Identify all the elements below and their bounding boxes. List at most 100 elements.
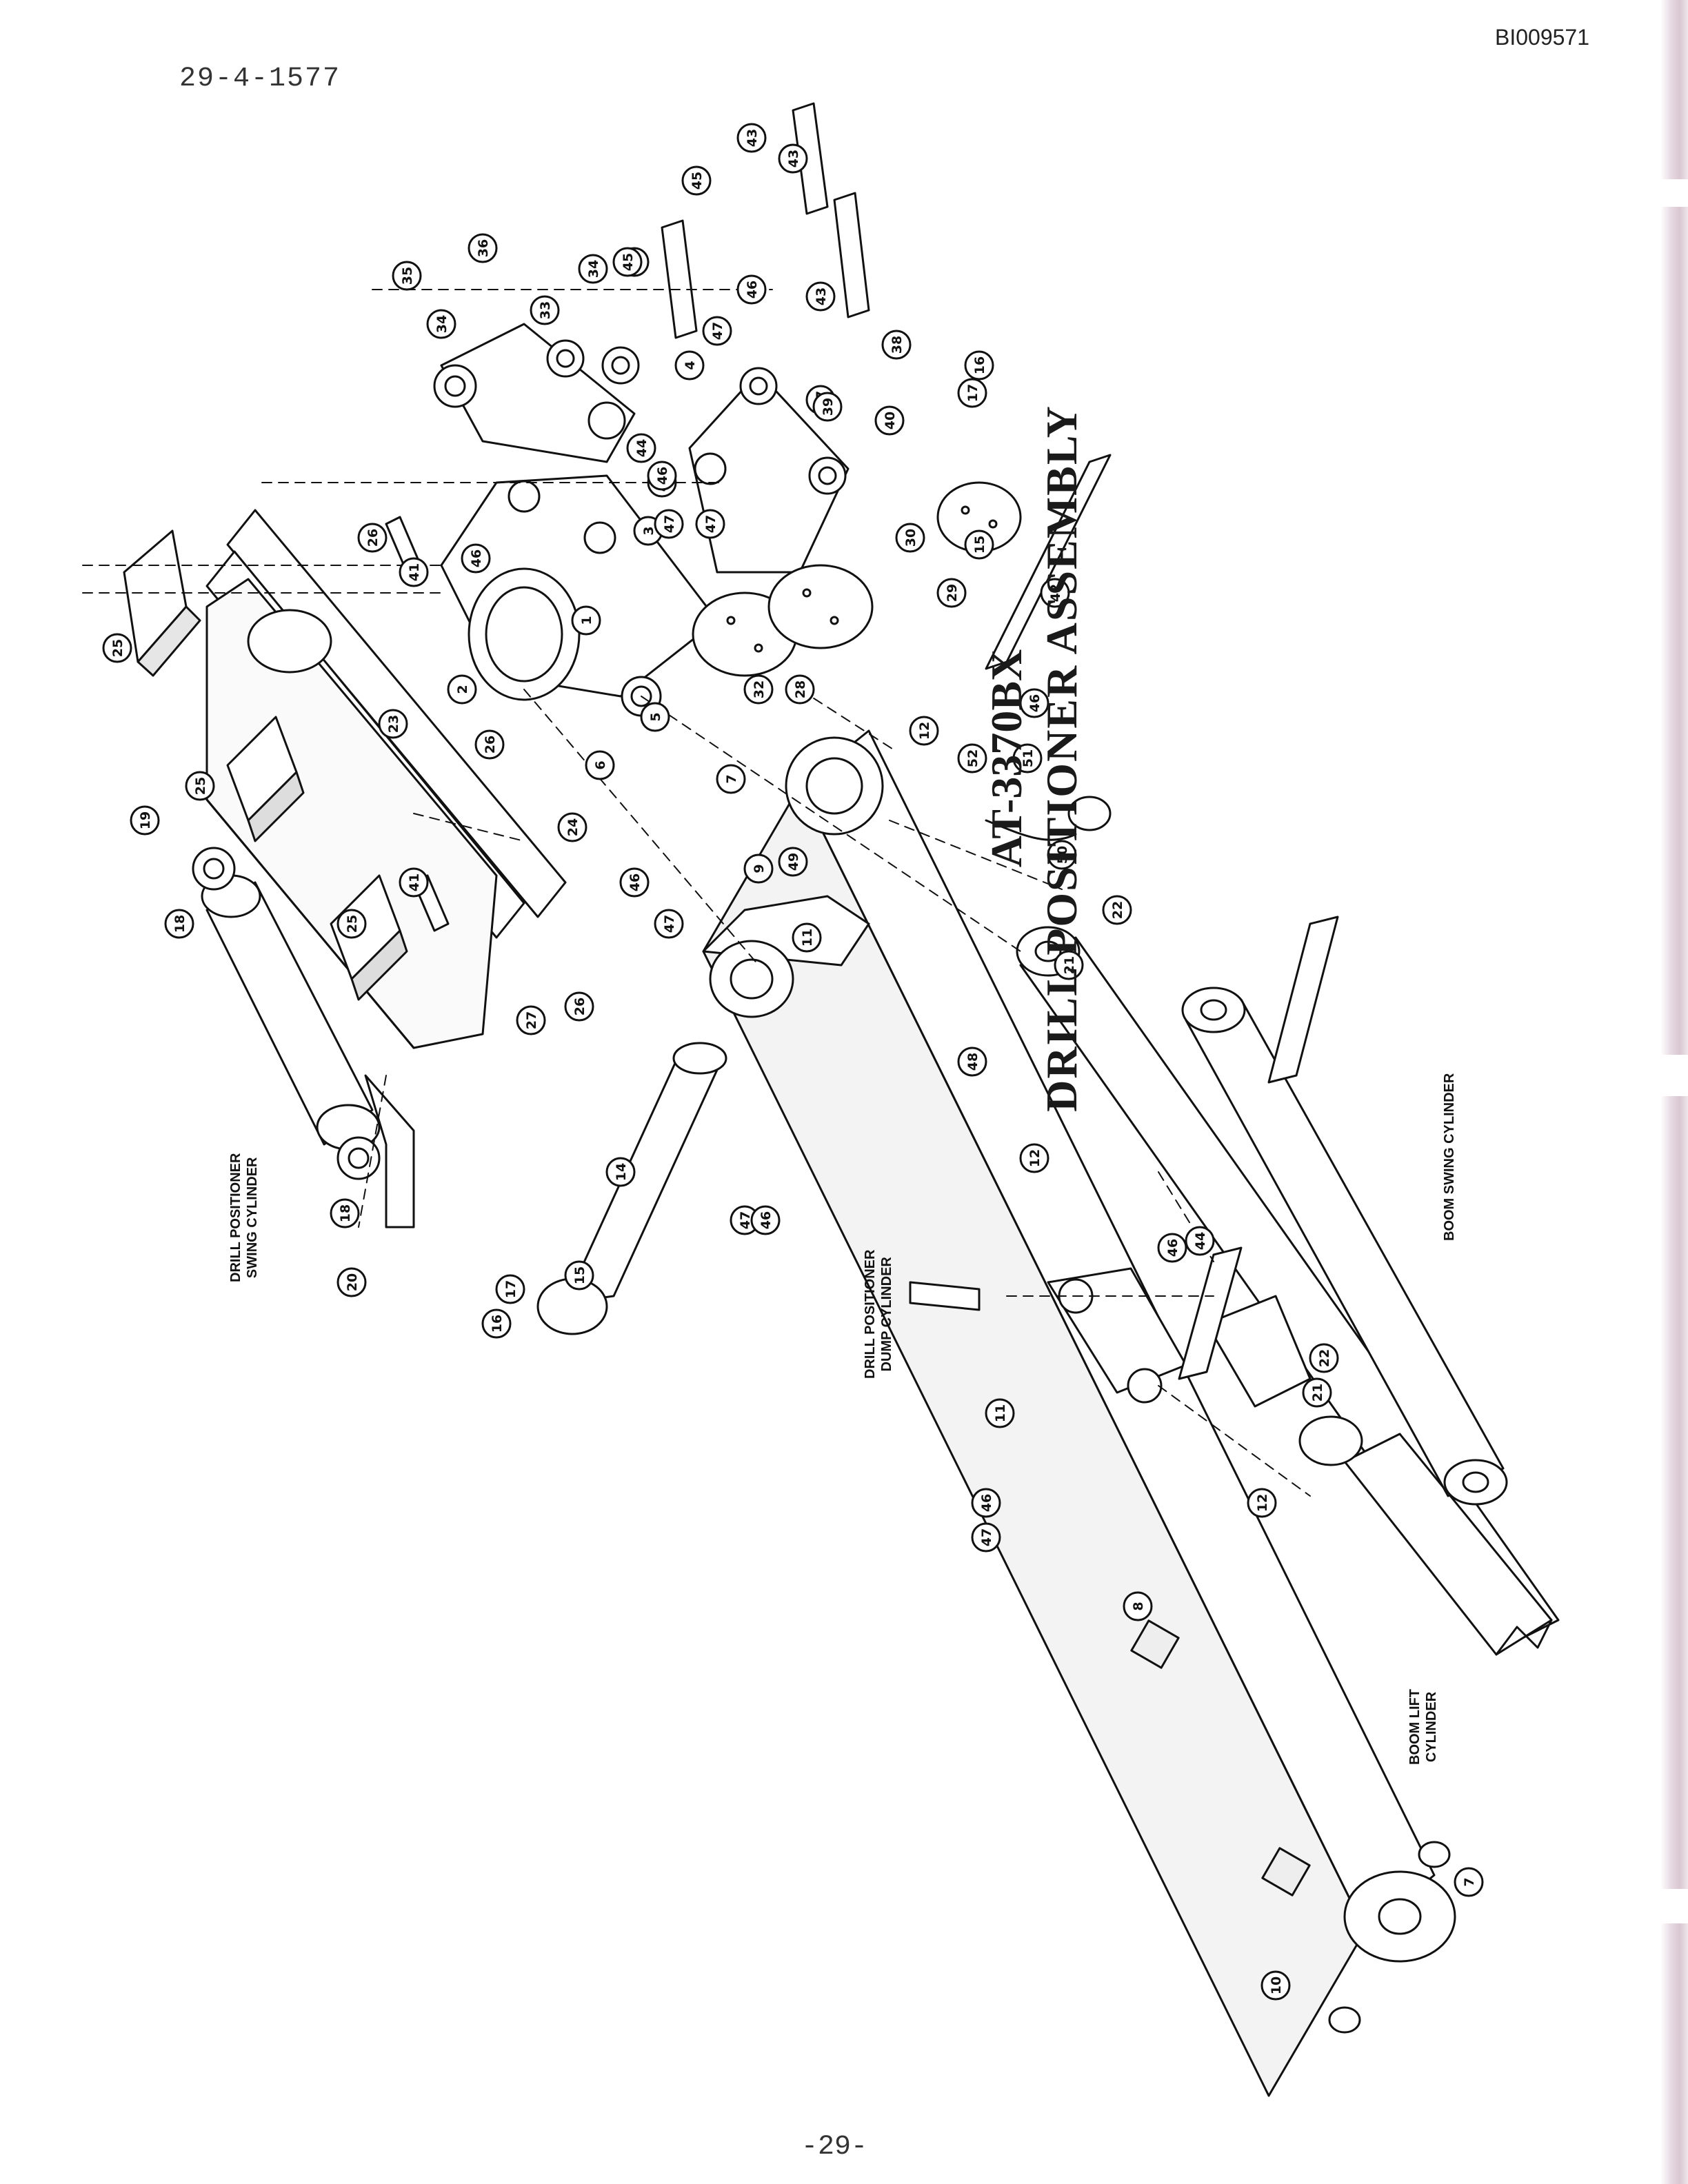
callout-45: 45 — [612, 247, 643, 277]
callout-29: 29 — [936, 578, 967, 608]
callout-23: 23 — [378, 709, 408, 739]
callout-17: 17 — [495, 1274, 525, 1304]
svg-text:4: 4 — [683, 361, 698, 370]
callout-15: 15 — [564, 1260, 594, 1291]
callout-26: 26 — [474, 729, 505, 760]
svg-text:17: 17 — [503, 1280, 519, 1298]
label-swing-cylinder-line-2: SWING CYLINDER — [245, 1157, 260, 1279]
svg-text:47: 47 — [710, 322, 725, 340]
svg-text:47: 47 — [662, 515, 677, 533]
svg-text:23: 23 — [386, 715, 401, 733]
svg-text:44: 44 — [1193, 1232, 1208, 1250]
callout-42: 42 — [1040, 578, 1070, 608]
svg-text:43: 43 — [745, 129, 760, 147]
callout-43: 43 — [736, 123, 767, 153]
svg-text:25: 25 — [110, 639, 125, 657]
svg-text:16: 16 — [490, 1315, 505, 1333]
callout-47: 47 — [695, 509, 725, 539]
callout-12: 12 — [1019, 1143, 1049, 1173]
callout-36: 36 — [468, 233, 498, 263]
callout-47: 47 — [702, 316, 732, 346]
svg-text:43: 43 — [814, 287, 829, 305]
callout-44: 44 — [1185, 1226, 1215, 1256]
svg-text:39: 39 — [821, 398, 836, 416]
svg-text:43: 43 — [786, 150, 801, 168]
svg-text:2: 2 — [455, 685, 470, 694]
label-swing-cylinder-line-1: DRILL POSITIONER — [228, 1153, 243, 1282]
svg-text:36: 36 — [476, 239, 491, 257]
svg-text:32: 32 — [752, 680, 767, 698]
callout-47: 47 — [971, 1522, 1001, 1553]
svg-text:38: 38 — [890, 336, 905, 354]
svg-text:41: 41 — [407, 563, 422, 581]
callout-2: 2 — [447, 674, 477, 705]
svg-text:41: 41 — [407, 873, 422, 891]
document-number: 29-4-1577 — [179, 63, 341, 94]
callout-41: 41 — [399, 557, 429, 587]
svg-text:34: 34 — [434, 315, 450, 333]
svg-text:16: 16 — [972, 356, 987, 374]
svg-text:11: 11 — [993, 1404, 1008, 1422]
callout-43: 43 — [805, 281, 836, 312]
pins-43 — [661, 102, 870, 339]
svg-text:18: 18 — [172, 915, 188, 933]
callout-34: 34 — [578, 254, 608, 284]
callout-38: 38 — [881, 330, 912, 360]
callout-46: 46 — [619, 867, 650, 898]
callout-46: 46 — [736, 274, 767, 305]
callout-46: 46 — [1019, 688, 1049, 718]
callout-26: 26 — [564, 991, 594, 1022]
pin-42 — [985, 454, 1112, 670]
callout-8: 8 — [1123, 1591, 1153, 1621]
callout-16: 16 — [964, 350, 994, 381]
callout-14: 14 — [605, 1157, 636, 1187]
retainer-chain — [985, 796, 1112, 841]
svg-text:46: 46 — [1027, 694, 1043, 712]
callout-4: 4 — [674, 350, 705, 381]
callout-48: 48 — [957, 1046, 987, 1077]
svg-text:18: 18 — [338, 1204, 353, 1222]
svg-text:46: 46 — [1165, 1239, 1180, 1257]
callout-41: 41 — [399, 867, 429, 898]
callout-26: 26 — [357, 523, 388, 553]
boom-lift-cylinder — [1016, 926, 1560, 1656]
svg-text:35: 35 — [400, 267, 415, 285]
callout-46: 46 — [750, 1205, 781, 1235]
svg-text:25: 25 — [193, 777, 208, 795]
scanned-page-edge — [1660, 0, 1688, 2184]
label-boom-swing-cylinder-line-1: BOOM SWING CYLINDER — [1442, 1073, 1457, 1241]
svg-text:25: 25 — [345, 915, 360, 933]
svg-text:46: 46 — [745, 281, 760, 299]
svg-text:12: 12 — [1255, 1494, 1270, 1512]
svg-text:30: 30 — [903, 529, 918, 547]
callout-47: 47 — [654, 909, 684, 939]
swivel-discs — [692, 564, 874, 677]
svg-text:15: 15 — [972, 536, 987, 554]
svg-text:9: 9 — [752, 864, 767, 873]
callout-45: 45 — [681, 165, 712, 196]
callout-18: 18 — [164, 909, 194, 939]
svg-text:6: 6 — [593, 760, 608, 769]
page-number: -29- — [801, 2132, 868, 2163]
callout-15: 15 — [964, 529, 994, 560]
svg-text:26: 26 — [483, 736, 498, 754]
dump-cylinder — [536, 1042, 727, 1335]
callout-47: 47 — [654, 509, 684, 539]
callout-43: 43 — [778, 143, 808, 174]
svg-text:11: 11 — [800, 929, 815, 947]
svg-text:46: 46 — [979, 1494, 994, 1512]
callout-44: 44 — [626, 433, 656, 463]
svg-text:24: 24 — [565, 818, 581, 836]
svg-text:46: 46 — [627, 873, 643, 891]
svg-text:14: 14 — [614, 1163, 629, 1181]
svg-text:5: 5 — [648, 712, 663, 721]
svg-text:49: 49 — [786, 853, 801, 871]
svg-text:3: 3 — [641, 526, 656, 535]
svg-text:8: 8 — [1131, 1601, 1146, 1610]
callout-30: 30 — [895, 523, 925, 553]
lower-clevis-arm — [688, 367, 850, 574]
callout-33: 33 — [530, 295, 560, 325]
page-id: BI009571 — [1495, 25, 1590, 50]
svg-text:52: 52 — [965, 749, 981, 767]
